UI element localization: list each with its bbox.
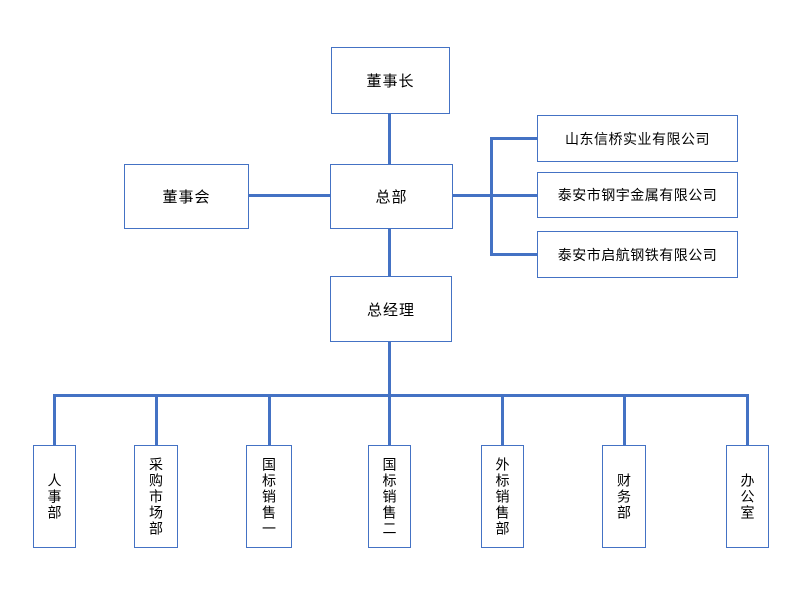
node-chairman: 董事长 <box>331 47 450 114</box>
node-headquarters: 总部 <box>330 164 453 229</box>
connector-drop-dept-3 <box>268 394 271 446</box>
connector-hq-gm <box>388 229 391 276</box>
connector-drop-dept-6 <box>623 394 626 446</box>
node-dept-national-sales-2: 国标销售二 <box>368 445 411 548</box>
connector-hq-companies <box>453 194 537 197</box>
connector-drop-dept-5 <box>501 394 504 446</box>
node-dept-office: 办公室 <box>726 445 769 548</box>
node-company-2: 泰安市钢宇金属有限公司 <box>537 172 738 218</box>
connector-gm-bus <box>388 342 391 395</box>
node-dept-external-sales: 外标销售部 <box>481 445 524 548</box>
node-company-3: 泰安市启航钢铁有限公司 <box>537 231 738 278</box>
connector-drop-dept-1 <box>53 394 56 446</box>
connector-board-hq <box>249 194 330 197</box>
node-general-manager: 总经理 <box>330 276 452 342</box>
connector-departments-bus <box>53 394 749 397</box>
node-board: 董事会 <box>124 164 249 229</box>
node-dept-hr: 人事部 <box>33 445 76 548</box>
node-dept-purchasing-market: 采购市场部 <box>134 445 178 548</box>
connector-drop-dept-2 <box>155 394 158 446</box>
node-dept-finance: 财务部 <box>602 445 646 548</box>
connector-companies-trunk <box>490 137 493 256</box>
connector-drop-dept-7 <box>746 394 749 446</box>
connector-drop-dept-4 <box>388 394 391 446</box>
node-dept-national-sales-1: 国标销售一 <box>246 445 292 548</box>
connector-company-1-branch <box>492 137 537 140</box>
node-company-1: 山东信桥实业有限公司 <box>537 115 738 162</box>
connector-company-3-branch <box>492 253 537 256</box>
connector-chairman-hq <box>388 114 391 164</box>
